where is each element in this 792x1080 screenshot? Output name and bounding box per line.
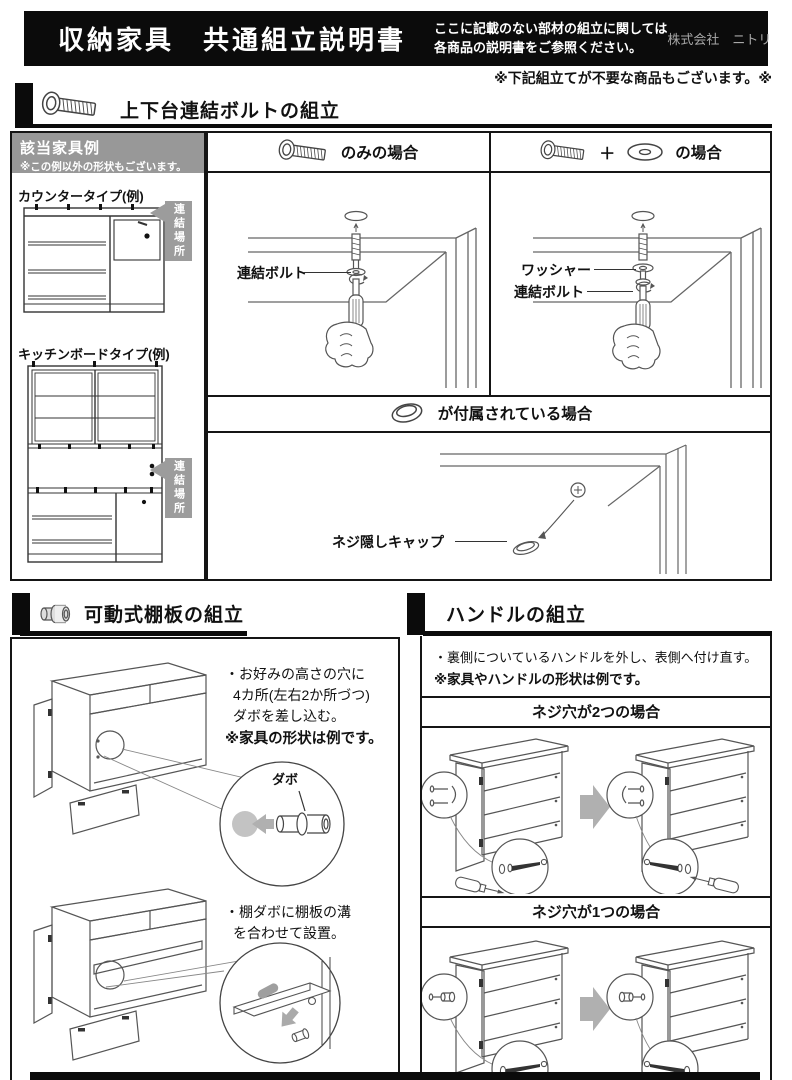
section1-title: 上下台連結ボルトの組立	[120, 101, 341, 122]
handle-before-drawing	[422, 738, 569, 894]
kitchen-type-label: キッチンボードタイプ(例)	[18, 347, 170, 362]
dowel-detail-circle	[219, 761, 345, 887]
section1-underline	[33, 124, 772, 128]
joint-arrow-icon	[150, 461, 165, 479]
section3-marker	[407, 593, 425, 635]
hand-drawing	[612, 323, 661, 370]
washer-label: ワッシャー	[521, 262, 591, 278]
case-one-hole-header: ネジ穴が1つの場合	[531, 904, 661, 921]
cap-label: ネジ隠しキャップ	[332, 534, 444, 550]
dowel-label: ダボ	[272, 772, 299, 787]
joint-location-label: 連結場所	[165, 201, 192, 261]
screwdriver-icon	[455, 876, 505, 894]
section3-title: ハンドルの組立	[446, 605, 587, 626]
dowel-shape	[257, 983, 279, 999]
handle-before-drawing	[422, 940, 569, 1080]
place-arrow-icon	[281, 1007, 299, 1027]
two-hole-illustration	[422, 738, 755, 894]
shelf-assembly-illustration	[33, 662, 345, 1064]
examples-header: 該当家具例 ※この例以外の形状もございます。	[12, 133, 204, 173]
screwdriver-icon	[689, 876, 739, 894]
cap-icon	[391, 403, 423, 423]
joint-arrow-icon	[150, 204, 165, 222]
step1-text: ・お好みの高さの穴に 4カ所(左右2か所づつ) ダボを差し込む。 ※家具の形状は…	[225, 666, 383, 747]
bolt-only-header: のみの場合	[208, 133, 487, 171]
joint-location-tag: 連結場所	[150, 458, 192, 518]
section1-marker	[15, 83, 33, 128]
disclaimer-note: ※下記組立てが不要な商品もございます。※	[494, 70, 772, 86]
arrow-right-icon	[580, 987, 610, 1031]
plus-sign: ＋	[599, 146, 616, 163]
counter-type-label: カウンタータイプ(例)	[18, 189, 144, 204]
cabinet-drawing	[33, 662, 207, 835]
bolt-icon	[278, 139, 326, 161]
bolt-label: 連結ボルト	[237, 265, 307, 281]
bolt-label: 連結ボルト	[514, 284, 584, 300]
hand-drawing	[325, 321, 374, 368]
bolt-only-illustration	[248, 210, 477, 388]
handle-after-drawing	[606, 940, 755, 1080]
bolt-washer-header: ＋ の場合	[491, 133, 770, 171]
header-note: ここに記載のない部材の組立に関しては 各商品の説明書をご参照ください。	[434, 20, 668, 55]
section2-marker	[12, 593, 30, 635]
one-hole-illustration	[422, 940, 755, 1080]
step2-text: ・棚ダボに棚板の溝 を合わせて設置。	[225, 904, 351, 941]
bolt-icon	[540, 140, 585, 160]
case-two-holes-header: ネジ穴が2つの場合	[531, 704, 661, 721]
joint-location-tag: 連結場所	[150, 201, 192, 261]
dowel-icon	[40, 604, 71, 624]
section2-title: 可動式棚板の組立	[84, 605, 245, 626]
arrow-right-icon	[580, 785, 610, 829]
handle-instructions: ・裏側についているハンドルを外し、表側へ付け直す。 ※家具やハンドルの形状は例で…	[434, 650, 758, 687]
kitchen-board-drawing	[27, 361, 163, 563]
cabinet-drawing	[33, 888, 207, 1061]
page-title: 収納家具 共通組立説明書	[58, 25, 407, 55]
section2-underline	[20, 631, 247, 636]
insert-arrow-icon	[252, 814, 274, 834]
section3-underline	[423, 631, 772, 636]
cap-illustration	[440, 444, 687, 574]
joint-location-label: 連結場所	[165, 458, 192, 518]
cap-header: が付属されている場合	[208, 397, 770, 429]
washer-icon	[627, 143, 663, 161]
company-name: 株式会社 ニトリ	[667, 32, 772, 47]
handle-after-drawing	[606, 738, 755, 894]
bolt-icon	[41, 91, 97, 116]
shelf-groove-detail-circle	[219, 942, 341, 1064]
bolt-washer-illustration	[533, 210, 762, 388]
title-bar: 収納家具 共通組立説明書 ここに記載のない部材の組立に関しては 各商品の説明書を…	[24, 11, 772, 66]
counter-cabinet-drawing	[23, 204, 165, 313]
page-bottom-strip	[30, 1072, 760, 1080]
